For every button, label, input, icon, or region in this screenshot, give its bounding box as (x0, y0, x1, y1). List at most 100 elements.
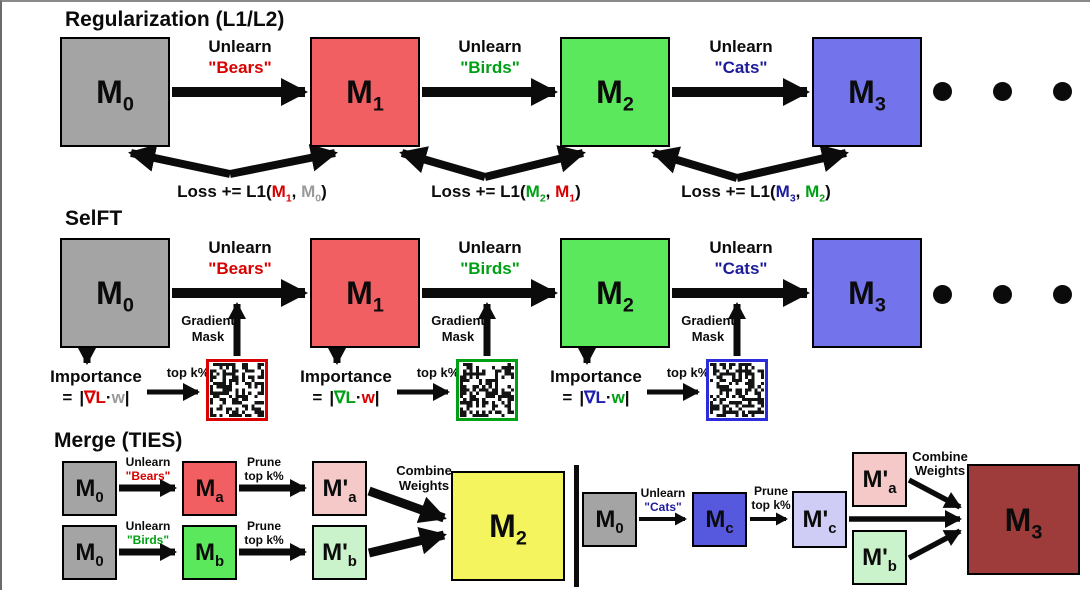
gradient-mask-label-1a: Gradient (181, 313, 235, 328)
ellipsis-dot (993, 285, 1012, 304)
gradient-mask-pattern (210, 363, 264, 417)
unlearn-label-selft-1: Unlearn (208, 238, 272, 257)
merge-prune-label-a1: Prune (246, 455, 282, 469)
loss-label-2: Loss += L1(M2, M1) (431, 182, 581, 204)
unlearn-target-cats-reg: "Cats" (714, 58, 768, 77)
topk-label-3: top k% (666, 365, 710, 380)
topk-label-1: top k% (166, 365, 210, 380)
model-box-m2-selft: M2 (560, 238, 670, 348)
model-box-m2-reg: M2 (560, 37, 670, 147)
model-label-m2: M2 (489, 508, 527, 550)
merge-unlearn-target-birds: "Birds" (126, 533, 170, 547)
loss3-prefix: Loss += L1( (681, 182, 776, 201)
section-title-merge: Merge (TIES) (54, 429, 183, 452)
unlearn-label-reg-2: Unlearn (458, 37, 522, 56)
importance-label-2: Importance (300, 367, 392, 386)
importance-label-1: Importance (50, 367, 142, 386)
combine-weights-label-left-1: Combine (396, 463, 452, 478)
loss3-sep: , (795, 182, 806, 201)
unlearn-target-bears-reg: "Bears" (208, 58, 272, 77)
arrow-combine-mpa-to-m2 (367, 486, 447, 524)
loss-label-1: Loss += L1(M1, M0) (177, 182, 327, 205)
loss1-sep: , (291, 182, 302, 201)
ellipsis-dot (993, 82, 1012, 101)
model-box-m3-reg: M3 (812, 37, 922, 147)
arrow-combine-mpa-to-m3 (907, 477, 962, 510)
merge-box-m3-result: M3 (967, 464, 1080, 575)
merge-prune-label-b2: top k% (244, 533, 284, 547)
merge-box-m0-b: M0 (62, 525, 117, 580)
model-label-m3: M3 (1004, 501, 1043, 543)
gradient-mask-label-1b: Mask (191, 329, 225, 344)
gradient-mask-image-3 (706, 359, 768, 421)
model-label-m2: M2 (596, 275, 634, 317)
model-label-mb: Mb (194, 538, 225, 570)
unlearn-label-reg-1: Unlearn (208, 37, 272, 56)
loss2-sep: , (545, 182, 556, 201)
model-box-m1-reg: M1 (310, 37, 420, 147)
ellipsis-dot (933, 285, 952, 304)
formula-eq: = (62, 388, 73, 407)
model-box-m1-selft: M1 (310, 238, 420, 348)
loss1-suffix: ) (321, 182, 327, 201)
formula-grad: ∇L (84, 388, 106, 407)
model-label-m0: M0 (96, 275, 134, 317)
gradient-mask-label-3a: Gradient (681, 313, 735, 328)
combine-weights-label-left-2: Weights (398, 478, 450, 493)
combine-weights-label-right-1: Combine (912, 449, 968, 464)
loss-label-3: Loss += L1(M3, M2) (681, 182, 831, 205)
gradient-mask-label-3b: Mask (691, 329, 725, 344)
importance-formula-3: =|∇L·w| (562, 388, 630, 408)
model-box-m0-reg: M0 (60, 37, 170, 147)
model-label-m3: M3 (848, 275, 886, 317)
model-box-m3-selft: M3 (812, 238, 922, 348)
model-label-m0: M0 (595, 505, 624, 537)
formula-eq: = (562, 388, 573, 407)
formula-grad: ∇L (584, 388, 606, 407)
formula-rbar: | (624, 388, 630, 407)
merge-unlearn-label-c: Unlearn (640, 486, 686, 500)
combine-weights-label-right-2: Weights (914, 463, 966, 478)
formula-lbar: | (579, 388, 585, 407)
merge-box-mpa-right: M'a (852, 452, 907, 507)
model-label-ma: Ma (195, 474, 224, 506)
unlearn-target-cats-selft: "Cats" (714, 259, 768, 278)
model-box-m0-selft: M0 (60, 238, 170, 348)
formula-w: w (361, 388, 375, 407)
model-label-mpa: M'a (862, 465, 897, 497)
ellipsis-dot (1053, 285, 1072, 304)
model-label-m1: M1 (346, 74, 384, 116)
unlearn-label-selft-2: Unlearn (458, 238, 522, 257)
gradient-mask-label-2b: Mask (441, 329, 475, 344)
arrow-loss2-to-m1 (399, 146, 487, 181)
loss3-suffix: ) (825, 182, 831, 201)
unlearn-target-bears-selft: "Bears" (208, 259, 272, 278)
loss3-arg2: M2 (805, 182, 826, 205)
merge-box-mb: Mb (182, 525, 237, 580)
section-divider (574, 465, 579, 587)
model-label-m1: M1 (346, 275, 384, 317)
model-label-mpb: M'b (322, 538, 357, 570)
gradient-mask-pattern (710, 363, 764, 417)
formula-dot: · (605, 388, 612, 407)
gradient-mask-image-2 (456, 359, 518, 421)
importance-formula-2: =|∇L·w| (312, 388, 379, 408)
model-label-m0: M0 (75, 538, 104, 570)
importance-label-3: Importance (550, 367, 642, 386)
arrow-loss1-to-m0 (128, 144, 231, 178)
formula-lbar: | (79, 388, 85, 407)
gradient-mask-label-2a: Gradient (431, 313, 485, 328)
model-label-mpc: M'c (802, 505, 837, 537)
formula-w: w (111, 388, 125, 407)
loss2-prefix: Loss += L1( (431, 182, 526, 201)
merge-box-mpc: M'c (792, 491, 847, 548)
arrow-combine-mpb-to-m3 (907, 528, 962, 561)
ellipsis-dot (1053, 82, 1072, 101)
model-label-m0: M0 (75, 474, 104, 506)
model-label-mpa: M'a (322, 474, 357, 506)
loss1-arg1: M1 (271, 182, 292, 205)
arrow-loss3-to-m2 (651, 146, 739, 182)
merge-box-mpa: M'a (312, 461, 367, 516)
gradient-mask-pattern (460, 363, 514, 417)
